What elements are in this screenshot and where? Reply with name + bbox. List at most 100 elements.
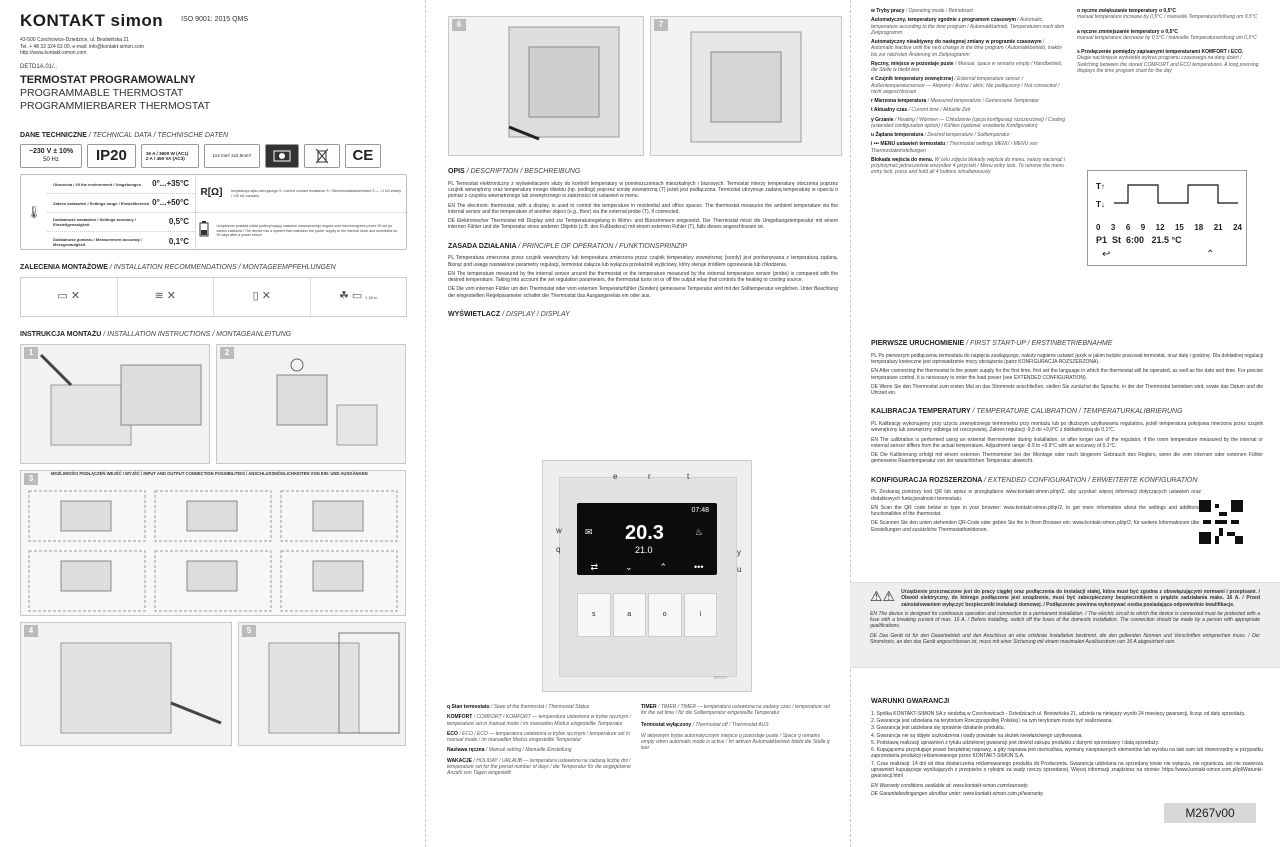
tech-badges: ~230 V ± 10%50 Hz IP20 16 A / 3600 W (AC… bbox=[20, 144, 407, 169]
calib-heading: KALIBRACJA TEMPERATURY / TEMPERATURE CAL… bbox=[871, 408, 1183, 416]
title-pl: TERMOSTAT PROGRAMOWALNY bbox=[20, 73, 196, 86]
mode-icon: ✉ bbox=[585, 527, 593, 537]
ext-heading: KONFIGURACJA ROZSZERZONA / EXTENDED CONF… bbox=[871, 476, 1198, 484]
zasada-en: EN The temperature measured by the inter… bbox=[448, 270, 838, 283]
ext-pl: PL Zeskanuj poniższy kod QR lub wpisz w … bbox=[871, 489, 1201, 502]
spec-row: Otoczenia / Of the environment / Umgebun… bbox=[47, 175, 195, 195]
callout-y: y bbox=[737, 548, 741, 557]
swap-icon: ⇄ bbox=[590, 561, 599, 572]
spec-table: 🌡 Otoczenia / Of the environment / Umgeb… bbox=[20, 174, 407, 251]
spec-row: Dokładność pomiaru / Measurement accurac… bbox=[53, 236, 189, 247]
first-en: EN After connecting the thermostat to th… bbox=[871, 368, 1263, 381]
thermostat-screen: 07:48 ✉ 20.3 ♨ 21.0 ⇄⌄⌃••• bbox=[577, 503, 717, 575]
svg-text:T↑: T↑ bbox=[1096, 182, 1105, 191]
chevron-down-icon: ⌄ bbox=[625, 561, 633, 572]
address-block: 43-500 Czechowice-Dziedzice, ul. Bestwiń… bbox=[20, 37, 407, 56]
thermometer-icon: 🌡 bbox=[26, 204, 42, 219]
callout-t: t bbox=[687, 472, 690, 481]
heating-icon: ♨ bbox=[694, 527, 703, 537]
button-a[interactable]: a bbox=[612, 593, 646, 637]
address-line: http://www.kontakt-simon.com bbox=[20, 49, 87, 56]
battery-text: Urządzenie posiada układ podtrzymujący z… bbox=[216, 224, 398, 238]
title-en: PROGRAMMABLE THERMOSTAT bbox=[20, 87, 184, 100]
wire-badge: 1x4 mm² 2x2.5mm² bbox=[203, 144, 260, 169]
height-icon: ☘ ▭ 1,50 m bbox=[338, 290, 378, 303]
qr-code[interactable] bbox=[1199, 500, 1243, 544]
callout-u: u bbox=[737, 565, 742, 574]
product-code: DETD1A.01/.. bbox=[20, 64, 58, 70]
warranty-item: 7. Czas realizacji: 14 dni od dnia dosta… bbox=[871, 760, 1263, 780]
calib-de: DE Die Kalibrierung erfolgt mit einem ex… bbox=[871, 452, 1263, 465]
warning-pl: Urządzenie przeznaczone jest do pracy ci… bbox=[901, 589, 1260, 608]
warranty-section: WARUNKI GWARANCJI 1. Spółka KONTAKT-SIMO… bbox=[871, 698, 1263, 800]
step-image: 2 bbox=[216, 343, 406, 464]
calib-en: EN The calibration is performed using an… bbox=[871, 436, 1263, 449]
warranty-item: 3. Gwarancja jest udzielana się sprawnie… bbox=[871, 725, 1005, 732]
title-de: PROGRAMMIERBARER THERMOSTAT bbox=[20, 100, 211, 113]
opis-heading: OPIS / DESCRIPTION / BESCHREIBUNG bbox=[448, 168, 581, 175]
warning-en: EN The device is designed for continuous… bbox=[870, 610, 1260, 630]
menu-dots-icon: ••• bbox=[694, 561, 704, 572]
voltage-badge: ~230 V ± 10%50 Hz bbox=[20, 144, 82, 169]
legend-item: Automatyczny, temperatury zgodnie z prog… bbox=[871, 17, 1065, 36]
ext-en: EN Scan the QR code below or type in you… bbox=[871, 504, 1201, 517]
brand-header: KONTAKT simon ISO 9001: 2015 QMS bbox=[20, 10, 407, 31]
info-sections: PIERWSZE URUCHOMIENIE / FIRST START-UP /… bbox=[871, 340, 1263, 536]
no-radiator-icon: ≋ ✕ bbox=[118, 278, 214, 316]
step-images-top: 6 7 bbox=[448, 16, 842, 156]
button-i[interactable]: i bbox=[683, 593, 717, 637]
address-line: Tel. + 48 32 324 63 00, e-mail: info@kon… bbox=[20, 43, 144, 50]
document-code: M267v00 bbox=[1164, 803, 1256, 823]
legend-item: Blokada wejścia do menu. W celu zdjęcia … bbox=[871, 156, 1065, 176]
resistance-symbol: R[Ω] bbox=[200, 187, 223, 199]
zasada-pl: PL Temperatura zmierzona przez czujnik w… bbox=[448, 255, 838, 268]
warranty-heading: WARUNKI GWARANCJI bbox=[871, 698, 950, 705]
button-s[interactable]: s bbox=[577, 593, 611, 637]
screen-softkeys: ⇄ ⌄ ⌃ ••• bbox=[577, 562, 717, 573]
legend-item: Ręczny, miejsce w pozostaje puste / Manu… bbox=[871, 60, 1063, 73]
warranty-item: 6. Kupującemu przysługuje prawo bezpłatn… bbox=[871, 747, 1263, 760]
legend-item: s Przełączenie pomiędzy zapisanymi tempe… bbox=[1077, 49, 1259, 74]
warranty-item: 5. Podstawą realizacji uprawnień z tytuł… bbox=[871, 739, 1160, 746]
program-chart: T↑ T↓ bbox=[1096, 182, 1238, 209]
program-line: P1 St 6:00 21.5 °C bbox=[1096, 235, 1182, 245]
button-o[interactable]: o bbox=[648, 593, 682, 637]
safety-warning: ⚠⚠ Urządzenie przeznaczone jest do pracy… bbox=[850, 582, 1280, 668]
warning-icon: ⚠⚠ bbox=[870, 588, 896, 604]
iso-label: ISO 9001: 2015 QMS bbox=[181, 16, 249, 24]
warranty-item: 1. Spółka KONTAKT-SIMON SA z siedzibą w … bbox=[871, 710, 1246, 717]
svg-text:T↓: T↓ bbox=[1096, 200, 1105, 209]
calib-pl: PL Kalibrację wykonujemy przy użyciu zew… bbox=[871, 421, 1263, 434]
legend-item: Automatyczny nieaktywny do następnej zmi… bbox=[871, 39, 1063, 58]
weee-icon bbox=[303, 144, 340, 169]
step-image: 6 bbox=[448, 16, 644, 156]
brand-logo: KONTAKT simon bbox=[20, 11, 164, 30]
no-draft-icon: ▭ ✕ bbox=[21, 278, 118, 316]
load-badge: 16 A / 3600 W (AC1)2 A / 450 VA (AC3) bbox=[140, 144, 199, 169]
mount-recommendations: ▭ ✕ ≋ ✕ ▯ ✕ ☘ ▭ 1,50 m bbox=[20, 277, 407, 317]
warning-de: DE Das Gerät ist für den Dauerbetrieb un… bbox=[870, 632, 1260, 645]
step-image: 4 bbox=[20, 621, 232, 746]
address-line: 43-500 Czechowice-Dziedzice, ul. Bestwiń… bbox=[20, 37, 129, 44]
tech-heading: DANE TECHNICZNE / TECHNICAL DATA / TECHN… bbox=[20, 131, 229, 139]
step-image: 3 MOŻLIWOŚCI PODŁĄCZEŃ WEJŚĆ I WYJŚĆ / I… bbox=[20, 469, 406, 616]
thermostat-buttons: s a o i bbox=[577, 593, 717, 637]
battery-icon bbox=[196, 220, 213, 242]
button-functions-list: o ręczne zwiększanie temperatury o 0,5°C… bbox=[1077, 8, 1263, 77]
install-steps: 1 2 3 MOŻLIWOŚCI PODŁĄCZEŃ WEJŚĆ I WYJŚĆ… bbox=[20, 343, 407, 746]
spec-row: Zakres nastawień / Settings range / Eins… bbox=[47, 194, 195, 214]
opis-de: DE Elektronischer Thermostat mit Display… bbox=[448, 218, 838, 231]
callout-e: e bbox=[613, 472, 618, 481]
opis-pl: PL Termostat elektroniczny z wyświetlacz… bbox=[448, 180, 838, 200]
warranty-item: 2. Gwarancja jest udzielana na terytoriu… bbox=[871, 718, 1113, 724]
legend-item: e Czujnik temperatury zewnętrznej / Exte… bbox=[871, 76, 1060, 95]
display-heading: WYŚWIETLACZ / DISPLAY / DISPLAY bbox=[448, 310, 570, 318]
chevron-up-icon: ⌃ bbox=[1206, 249, 1215, 260]
chevron-up-icon: ⌃ bbox=[659, 561, 668, 572]
legend-item: y Grzanie / Heating / Wärmen — Chłodzeni… bbox=[871, 116, 1065, 129]
thermostat-device: 07:48 ✉ 20.3 ♨ 21.0 ⇄⌄⌃••• s a o i simon bbox=[542, 460, 752, 692]
ip-badge: IP20 bbox=[87, 144, 136, 169]
middle-column: 6 7 OPIS / DESCRIPTION / BESCHREIBUNG PL… bbox=[425, 0, 850, 847]
